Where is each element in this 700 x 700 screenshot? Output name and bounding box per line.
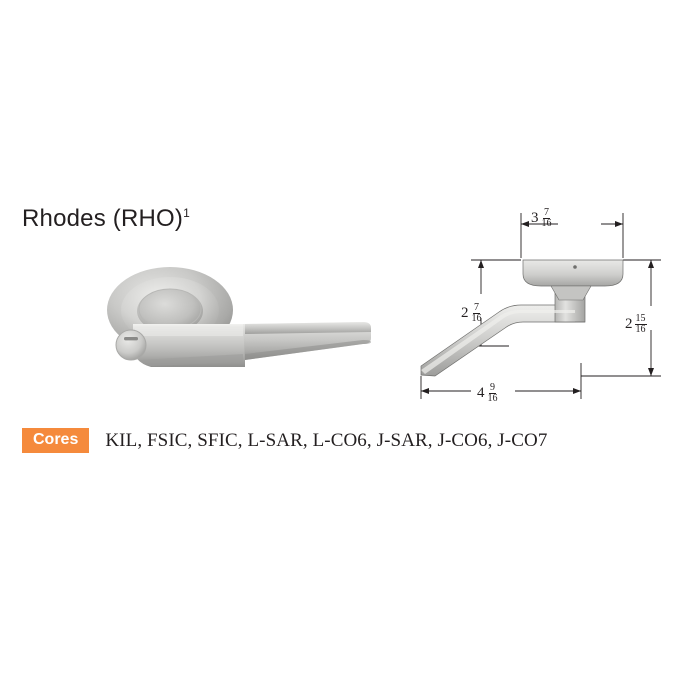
lever-photo (95, 262, 385, 397)
dim-fraction: 7 16 (471, 302, 482, 325)
cores-row: Cores KIL, FSIC, SFIC, L-SAR, L-CO6, J-S… (22, 428, 547, 453)
dimension-label-rose-height: 2 7 16 (461, 302, 483, 325)
dim-whole: 4 (477, 385, 485, 402)
dimension-label-lever-length: 4 9 16 (477, 382, 499, 405)
dim-fraction: 9 16 (487, 382, 498, 405)
dimension-drawing: 3 7 16 2 7 16 2 15 16 4 9 16 (405, 200, 690, 415)
dim-fraction: 15 16 (634, 313, 647, 336)
dimension-label-projection: 2 15 16 (625, 313, 647, 336)
dim-whole: 2 (461, 305, 469, 322)
footnote-marker: 1 (183, 206, 190, 220)
dimension-label-width: 3 7 16 (531, 207, 553, 230)
dim-whole: 2 (625, 316, 633, 333)
cores-badge: Cores (22, 428, 90, 453)
dim-whole: 3 (531, 210, 539, 227)
dim-fraction: 7 16 (541, 207, 552, 230)
page-title: Rhodes (RHO)1 (22, 205, 190, 233)
product-name: Rhodes (RHO) (22, 205, 184, 232)
cores-list: KIL, FSIC, SFIC, L-SAR, L-CO6, J-SAR, J-… (105, 429, 548, 451)
